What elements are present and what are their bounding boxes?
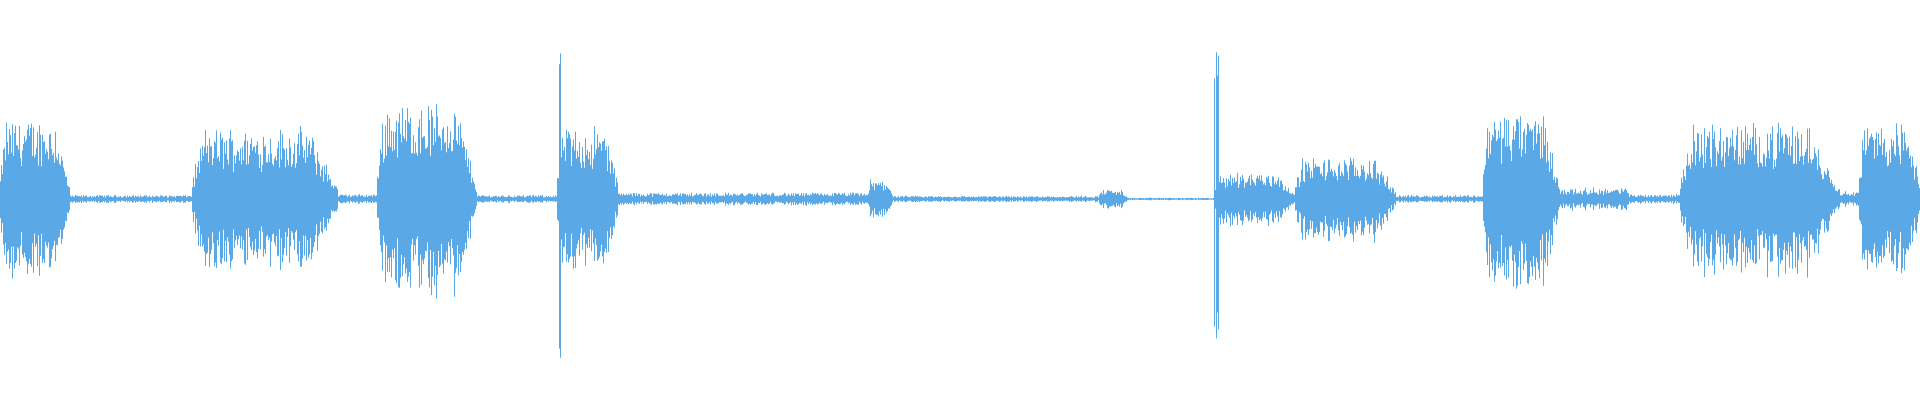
waveform-samples (0, 52, 1920, 358)
waveform-path (0, 52, 1920, 358)
